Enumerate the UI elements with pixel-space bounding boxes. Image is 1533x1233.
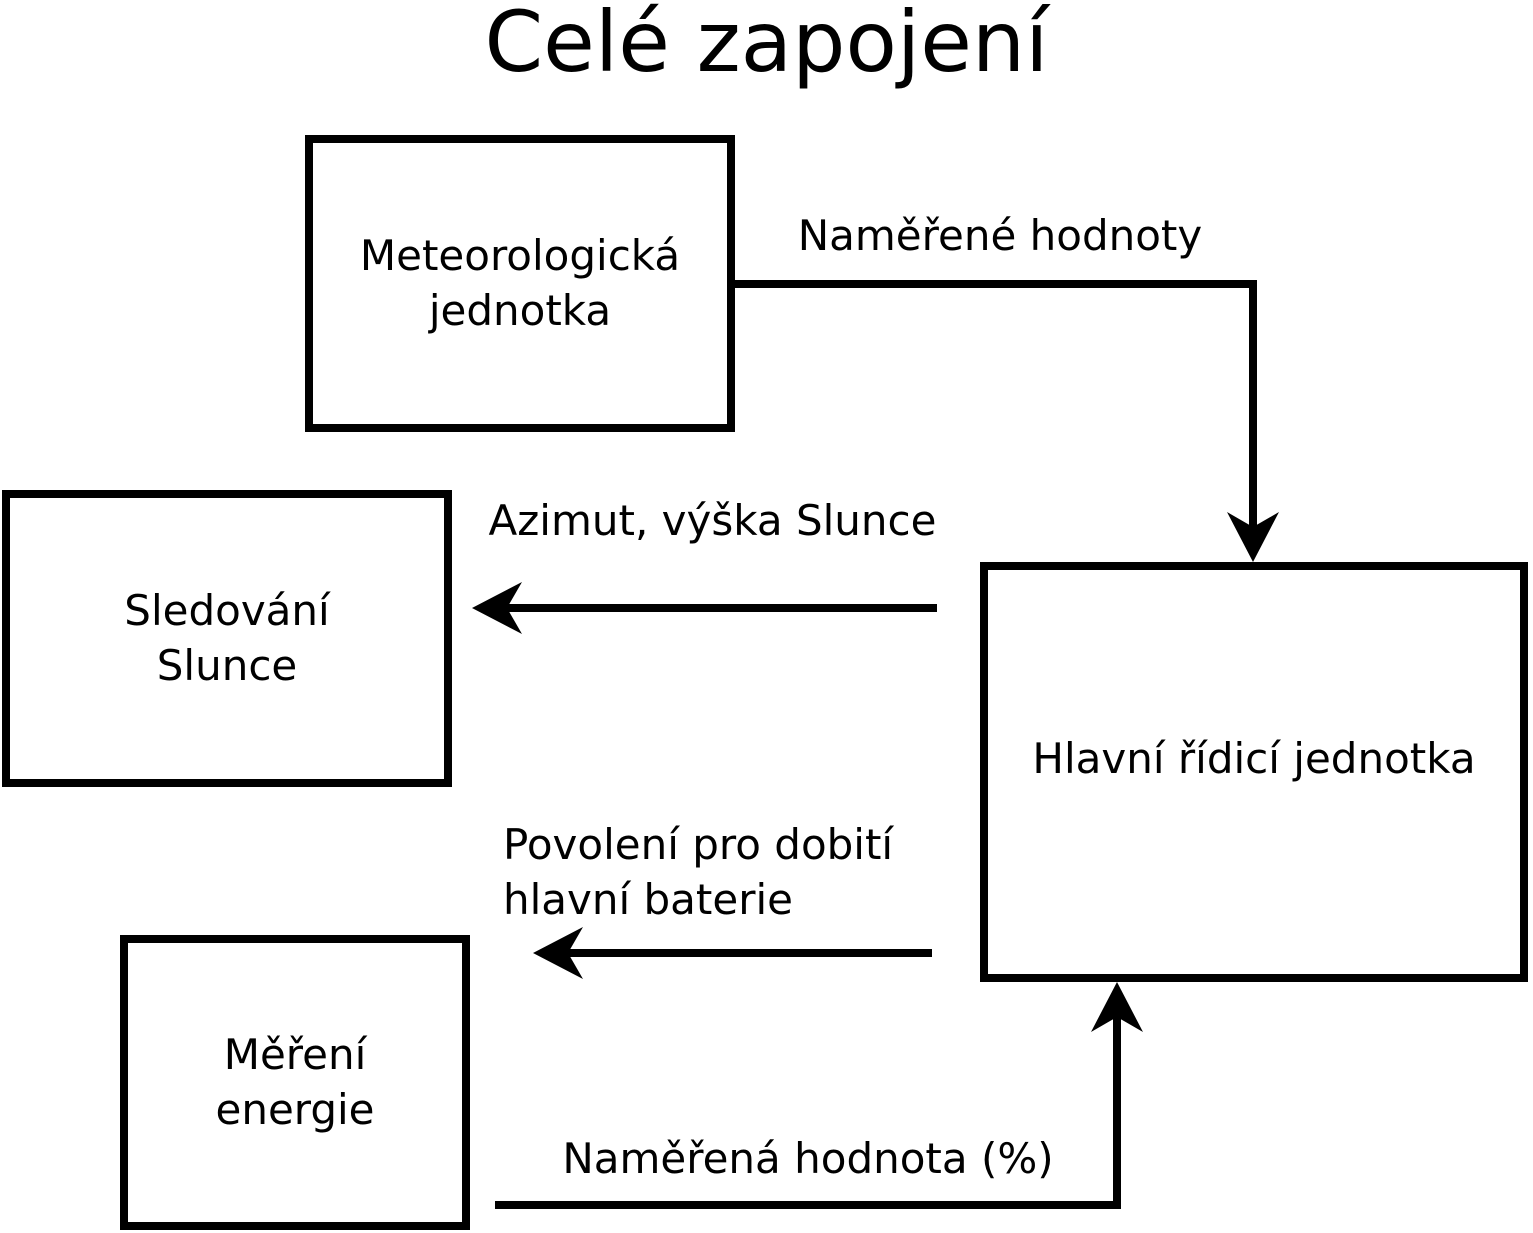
measured-percent-arrow-line-horizontal — [495, 1201, 1121, 1209]
arrowhead-up-icon — [1091, 982, 1143, 1032]
meteorological-unit-box: Meteorologická jednotka — [305, 135, 735, 432]
arrowhead-left-battery-icon — [533, 927, 583, 979]
energy-measurement-label: Měření energie — [215, 1029, 375, 1134]
main-control-unit-label: Hlavní řídicí jednotka — [1032, 733, 1476, 783]
sun-tracking-box: Sledování Slunce — [2, 490, 452, 787]
azimuth-arrow-line — [507, 604, 937, 612]
battery-permission-arrow-line — [568, 949, 932, 957]
main-control-unit-box: Hlavní řídicí jednotka — [980, 562, 1528, 982]
diagram-title: Celé zapojení — [484, 0, 1049, 91]
arrowhead-down-icon — [1227, 512, 1279, 562]
battery-permission-edge-label: Povolení pro dobití hlavní baterie — [503, 820, 894, 924]
measured-values-arrow-line-vertical — [1249, 280, 1257, 527]
energy-measurement-box: Měření energie — [120, 935, 470, 1230]
measured-percent-arrow-line-vertical — [1113, 1017, 1121, 1209]
measured-values-edge-label: Naměřené hodnoty — [797, 211, 1203, 260]
sun-tracking-label: Sledování Slunce — [124, 585, 330, 690]
meteorological-unit-label: Meteorologická jednotka — [359, 230, 681, 335]
arrowhead-left-sun-icon — [472, 582, 522, 634]
measured-percent-edge-label: Naměřená hodnota (%) — [562, 1134, 1054, 1183]
azimuth-edge-label: Azimut, výška Slunce — [488, 496, 937, 545]
measured-values-arrow-line-horizontal — [731, 280, 1257, 288]
